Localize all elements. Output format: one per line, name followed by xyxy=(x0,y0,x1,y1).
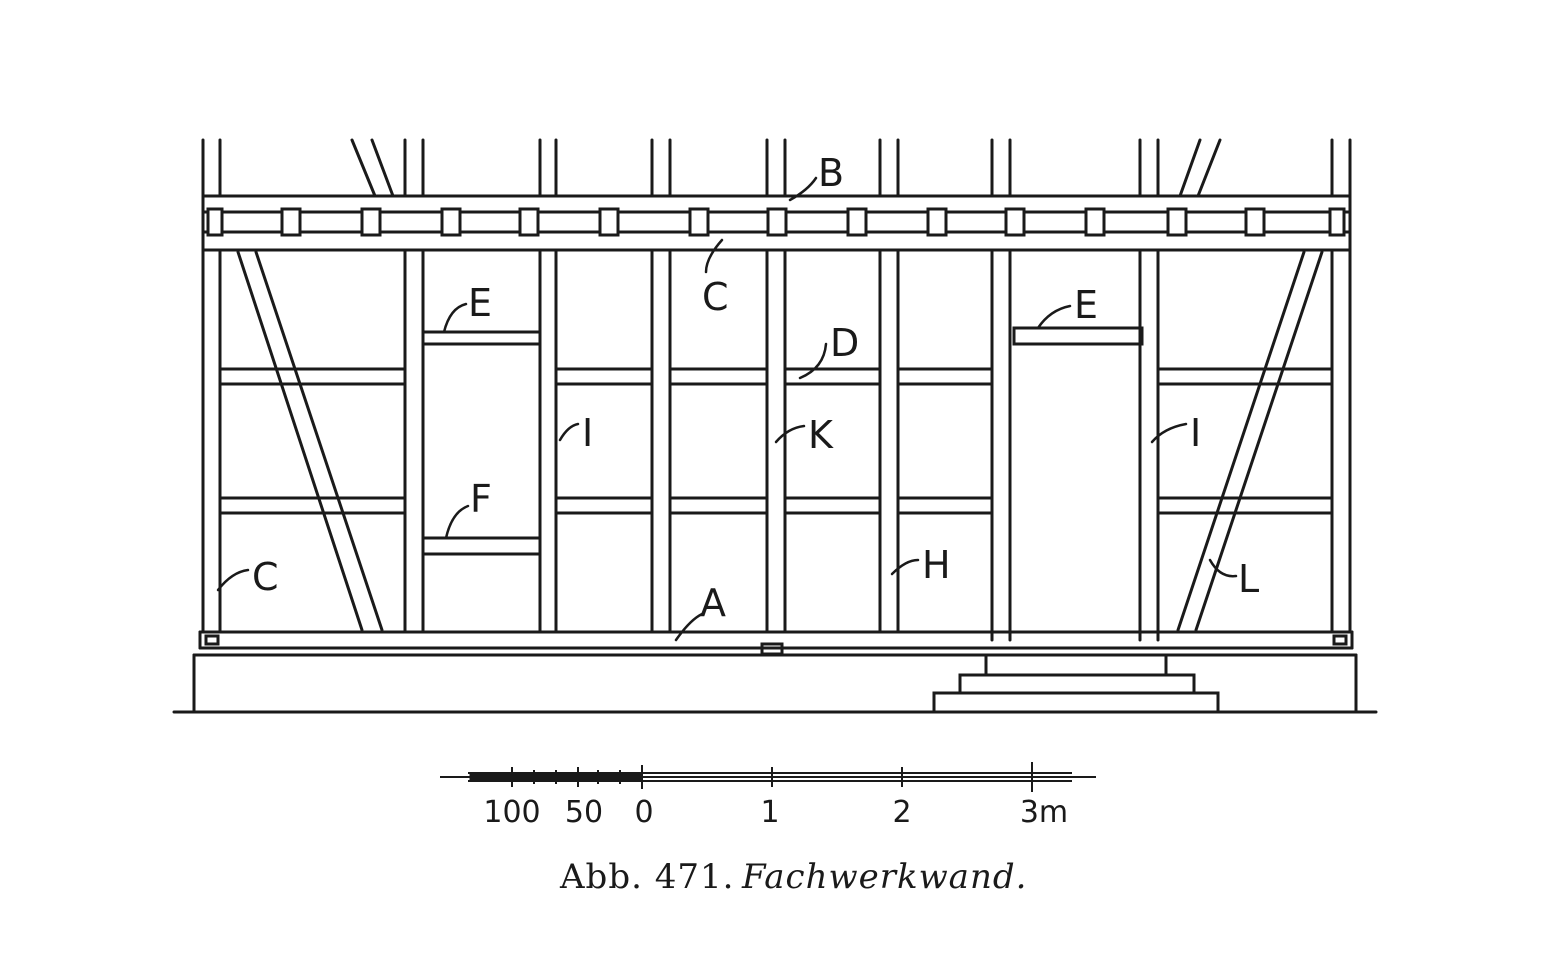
label-c-top: C xyxy=(702,275,729,319)
upper-storey-posts xyxy=(201,138,1352,198)
wall-posts xyxy=(201,248,1352,642)
figure-caption: Abb. 471. Fachwerkwand. xyxy=(559,857,1027,897)
label-c-left: C xyxy=(252,555,279,599)
window-sill xyxy=(421,536,542,556)
label-h: H xyxy=(922,543,951,587)
scale-tick-1: 1 xyxy=(760,795,779,830)
label-b: B xyxy=(818,151,844,195)
label-a: A xyxy=(700,581,726,625)
label-e-left: E xyxy=(468,281,492,325)
scale-tick-3m: 3m xyxy=(1020,795,1068,830)
wall-frame xyxy=(172,138,1378,714)
label-e-right: E xyxy=(1074,283,1098,327)
foundation xyxy=(172,653,1378,714)
scale-tick-50: 50 xyxy=(565,795,603,830)
label-i-right: I xyxy=(1190,411,1201,455)
label-k: K xyxy=(808,413,834,457)
scale-ticks: 100 50 0 1 2 3m xyxy=(483,795,1068,830)
joist-ends xyxy=(206,207,1346,237)
label-d: D xyxy=(830,321,859,365)
lintels xyxy=(421,326,1144,346)
leader-lines xyxy=(216,176,1238,642)
sill-beam xyxy=(198,630,1354,656)
scale-bar xyxy=(440,762,1096,792)
labels: B C E E D I K I F C H L A xyxy=(252,151,1259,625)
label-f: F xyxy=(470,477,492,521)
scale-tick-100: 100 xyxy=(483,795,540,830)
caption-number: Abb. 471. xyxy=(559,857,734,897)
caption-title: Fachwerkwand. xyxy=(741,857,1027,897)
entrance-steps xyxy=(932,653,1220,714)
diagonal-braces xyxy=(236,250,1324,632)
scale-tick-2: 2 xyxy=(892,795,911,830)
label-i-left: I xyxy=(582,411,593,455)
horizontal-rails xyxy=(218,367,1334,515)
scale-tick-0: 0 xyxy=(634,795,653,830)
label-l: L xyxy=(1238,557,1259,601)
